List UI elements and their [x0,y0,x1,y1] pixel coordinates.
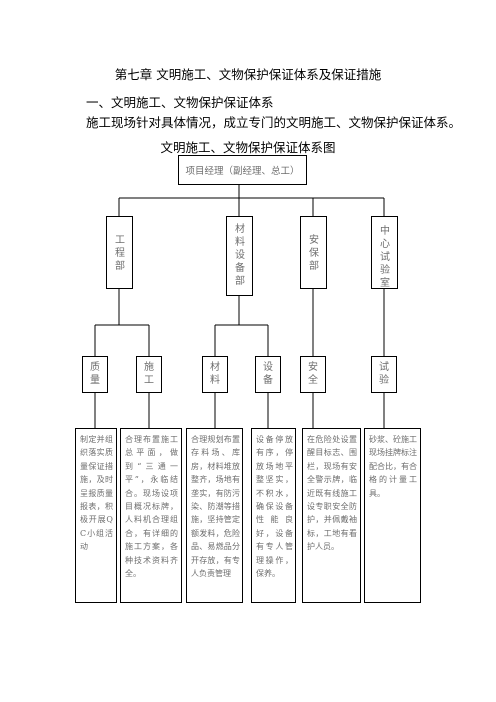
unit-label: 试验 [379,362,389,386]
desc-box-quality: 制定并组织落实质量保证措施，及时呈报质量报表，积极开展QC小组活动 [75,428,117,603]
unit-safety: 安全 [300,356,326,393]
dept-label: 工程部 [115,235,125,272]
unit-construction: 施工 [136,356,162,393]
unit-label: 设备 [263,362,273,386]
desc-text: 设备停放有序，停放场地平整坚实，不积水，确保设备性能良好，设备有专人管理操作，保… [256,435,293,579]
dept-central-lab: 中心试验室 [371,216,398,289]
dept-label: 安保部 [309,235,319,272]
desc-box-materials: 合理规划布置存料场、库房，材料堆放整齐，场地有垄实，有防污染、防潮等措施，坚持管… [186,428,243,603]
desc-box-equipment: 设备停放有序，停放场地平整坚实，不积水，确保设备性能良好，设备有专人管理操作，保… [251,428,296,603]
dept-label: 材料设备部 [235,224,245,287]
dept-security: 安保部 [300,216,327,289]
chart-title: 文明施工、文物保护保证体系图 [160,140,336,155]
chapter-title: 第七章 文明施工、文物保护保证体系及保证措施 [114,67,382,82]
desc-text: 在危险处设置醒目标志、围栏，现场有安全警示牌，临近既有线施工设专职安全防护，并佩… [307,435,357,552]
desc-text: 砂浆、砼施工现场挂牌标注配合比，有合格的计量工具。 [369,435,417,498]
unit-label: 安全 [308,362,318,386]
unit-label: 施工 [144,362,154,386]
desc-text: 合理布置施工总平面，做到“三通一平”，永临结合。现场设项目概况标牌，人料机合理组… [125,435,178,579]
root-node-project-manager: 项目经理（副经理、总工） [178,155,307,185]
unit-testing: 试验 [371,356,397,393]
unit-equipment: 设备 [255,356,281,393]
root-node-label: 项目经理（副经理、总工） [185,166,300,177]
desc-text: 合理规划布置存料场、库房，材料堆放整齐，场地有垄实，有防污染、防潮等措施，坚持管… [191,435,240,579]
desc-box-safety: 在危险处设置醒目标志、围栏，现场有安全警示牌，临近既有线施工设专职安全防护，并佩… [302,428,361,603]
unit-materials: 材料 [202,356,228,393]
dept-engineering: 工程部 [106,216,133,289]
section-heading: 一、文明施工、文物保护保证体系 [86,95,274,110]
intro-paragraph: 施工现场针对具体情况，成立专门的文明施工、文物保护保证体系。 [86,115,462,130]
unit-label: 材料 [210,362,220,386]
unit-quality: 质量 [82,356,108,393]
desc-box-construction: 合理布置施工总平面，做到“三通一平”，永临结合。现场设项目概况标牌，人料机合理组… [120,428,182,603]
desc-box-testing: 砂浆、砼施工现场挂牌标注配合比，有合格的计量工具。 [364,428,421,603]
unit-label: 质量 [90,362,100,386]
dept-label: 中心试验室 [380,226,390,289]
desc-text: 制定并组织落实质量保证措施，及时呈报质量报表，积极开展QC小组活动 [80,435,113,552]
dept-materials-equipment: 材料设备部 [226,216,253,296]
